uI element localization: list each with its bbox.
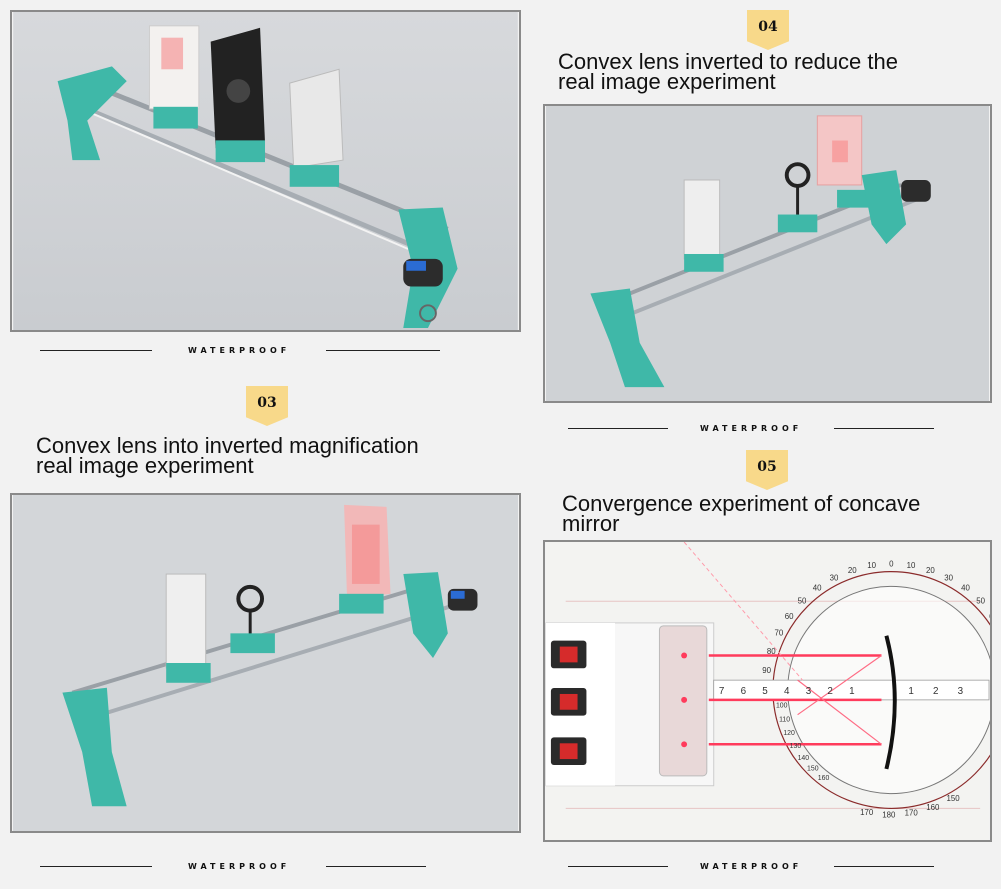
left_ticks-label: 130 [790, 743, 802, 750]
step-badge-04: 04 [747, 10, 789, 50]
step-badge-03: 03 [246, 386, 288, 426]
ruler-scale-labels: 7 6 5 4 3 2 1 1 2 3 [719, 686, 964, 697]
left_ticks-label: 120 [783, 730, 795, 737]
waterproof-caption: WATERPROOF [188, 862, 291, 871]
scale_left-label: 4 [784, 686, 790, 697]
bottom_ticks-label: 150 [947, 794, 961, 803]
scale_right-label: 1 [908, 686, 913, 697]
outer_ticks-label: 50 [976, 597, 985, 606]
protractor-bottom-labels: 170 180 170 160 150 [860, 794, 960, 819]
protractor-outer-labels: 9080706050403020100102030405060708090 [762, 560, 990, 676]
left_ticks-label: 140 [798, 755, 810, 762]
convex-lens-magnified-illustration [13, 495, 518, 831]
optical-bench-illustration [13, 12, 518, 330]
bottom_ticks-label: 160 [926, 803, 940, 812]
bottom_ticks-label: 170 [905, 809, 919, 818]
outer_ticks-label: 40 [813, 584, 822, 593]
outer_ticks-label: 30 [830, 573, 839, 582]
outer_ticks-label: 10 [907, 561, 916, 570]
caption-row-bottom-right: WATERPROOF [568, 862, 968, 871]
scale_left-label: 6 [741, 686, 747, 697]
photo-convex-lens-reduced-image [543, 104, 992, 403]
outer_ticks-label: 50 [798, 597, 807, 606]
scale_right-label: 2 [933, 686, 938, 697]
section-title-03: Convex lens into inverted magnification … [36, 433, 419, 478]
left_ticks-label: 150 [807, 766, 819, 773]
outer_ticks-label: 20 [848, 566, 857, 575]
caption-row-top-right: WATERPROOF [568, 424, 968, 433]
concave-mirror-illustration: 9080706050403020100102030405060708090 10… [545, 542, 990, 840]
outer_ticks-label: 80 [767, 647, 776, 656]
protractor-left-labels: 100 110 120 130 140 150 160 [776, 702, 830, 782]
section-title-05: Convergence experiment of concave mirror [562, 491, 921, 536]
outer_ticks-label: 10 [867, 561, 876, 570]
outer_ticks-label: 20 [926, 566, 935, 575]
convex-lens-reduced-illustration [546, 106, 989, 401]
scale_left-label: 3 [806, 686, 812, 697]
waterproof-caption: WATERPROOF [188, 346, 291, 355]
outer_ticks-label: 70 [774, 629, 783, 638]
outer_ticks-label: 90 [762, 666, 771, 675]
left_ticks-label: 110 [779, 716, 790, 723]
outer_ticks-label: 40 [961, 584, 970, 593]
outer_ticks-label: 60 [989, 612, 990, 621]
step-badge-05: 05 [746, 450, 788, 490]
waterproof-caption: WATERPROOF [700, 424, 803, 433]
outer_ticks-label: 0 [889, 560, 894, 569]
scale_left-label: 5 [762, 686, 768, 697]
scale_left-label: 7 [719, 686, 724, 697]
photo-concave-mirror-convergence: 9080706050403020100102030405060708090 10… [543, 540, 992, 842]
scale_right-label: 3 [958, 686, 964, 697]
scale_left-label: 2 [827, 686, 832, 697]
photo-optical-bench-three-screens [10, 10, 521, 332]
section-title-04: Convex lens inverted to reduce the real … [558, 49, 898, 94]
left_ticks-label: 160 [818, 775, 830, 782]
left_ticks-label: 100 [776, 702, 788, 709]
photo-convex-lens-magnified-image [10, 493, 521, 833]
outer_ticks-label: 60 [785, 612, 794, 621]
scale_left-label: 1 [849, 686, 854, 697]
bottom_ticks-label: 170 [860, 808, 874, 817]
outer_ticks-label: 30 [944, 573, 953, 582]
waterproof-caption: WATERPROOF [700, 862, 803, 871]
caption-row-bottom-left: WATERPROOF [40, 862, 440, 871]
caption-row-top-left: WATERPROOF [40, 346, 490, 355]
bottom_ticks-label: 180 [882, 810, 896, 819]
